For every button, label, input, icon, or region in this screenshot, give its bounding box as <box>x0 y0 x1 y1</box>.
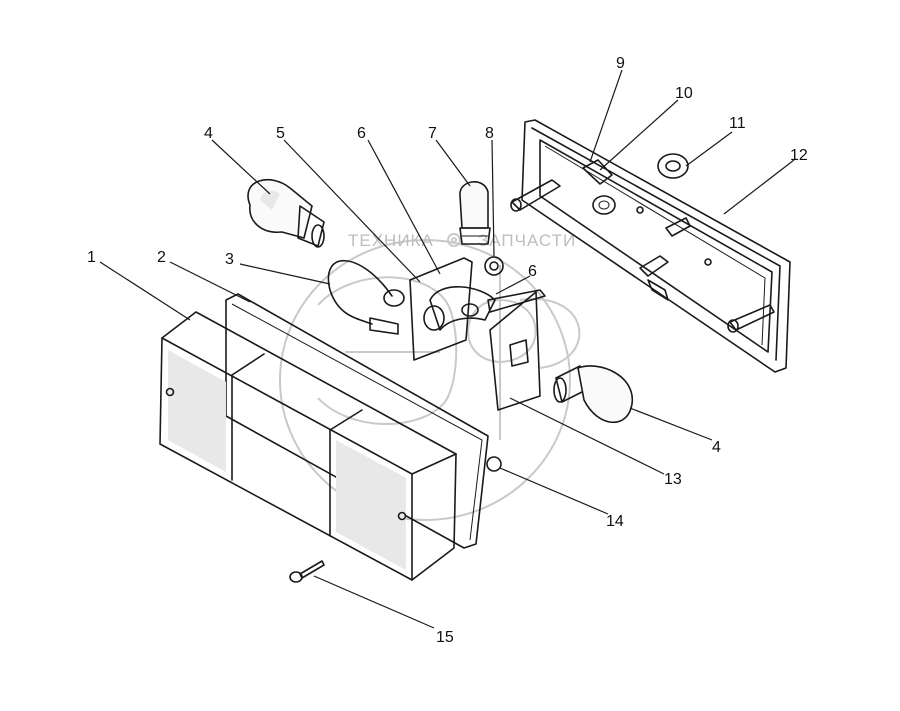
socket-contact-part-9-10 <box>582 159 616 215</box>
watermark: ТЕХНИКА ЗАПЧАСТИ <box>279 231 581 521</box>
bulb-part-4-lower <box>553 365 633 424</box>
rear-housing-part-12 <box>510 119 791 373</box>
callout-12: 12 <box>790 147 808 164</box>
callout-6-upper: 6 <box>357 125 366 142</box>
nut-part-8 <box>484 256 504 276</box>
callout-7: 7 <box>428 125 437 142</box>
watermark-left-text: ТЕХНИКА <box>348 231 434 250</box>
bulb-part-7 <box>459 181 491 245</box>
mounting-plate-part-13 <box>489 291 541 411</box>
callout-8: 8 <box>485 125 494 142</box>
watermark-right-text: ЗАПЧАСТИ <box>478 231 576 250</box>
callout-10: 10 <box>675 85 693 102</box>
callout-15: 15 <box>436 629 454 646</box>
nut-part-14 <box>486 456 502 472</box>
grommet-part-11 <box>657 153 689 179</box>
lens-housing-part-1 <box>159 311 457 581</box>
callout-4-lower: 4 <box>712 439 721 456</box>
callout-3: 3 <box>225 251 234 268</box>
callout-4-upper: 4 <box>204 125 213 142</box>
callout-5: 5 <box>276 125 285 142</box>
callout-11: 11 <box>729 115 746 132</box>
gear-icon <box>447 233 461 247</box>
callout-labels: 1 2 3 4 5 6 6 7 8 9 10 11 12 4 13 14 15 <box>87 55 808 646</box>
callout-2: 2 <box>157 249 166 266</box>
screw-part-15 <box>289 560 325 583</box>
bulb-part-4-upper <box>247 179 325 248</box>
callout-13: 13 <box>664 471 682 488</box>
callout-1: 1 <box>87 249 96 266</box>
lamp-holder-part-5-6 <box>409 257 546 361</box>
callout-14: 14 <box>606 513 624 530</box>
callout-9: 9 <box>616 55 625 72</box>
callout-6-lower: 6 <box>528 263 537 280</box>
wire-part-3 <box>327 259 405 335</box>
leader-lines <box>99 69 795 629</box>
